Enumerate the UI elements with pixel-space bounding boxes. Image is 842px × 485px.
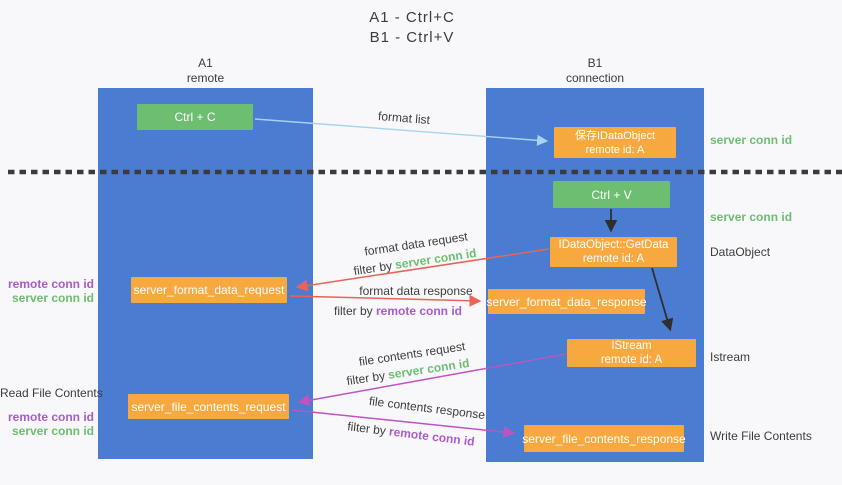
lane-b-name: connection (565, 71, 625, 85)
label-file-contents-response: file contents response (368, 393, 486, 423)
node-istream: IStream remote id: A (567, 339, 696, 367)
node-ctrl-c: Ctrl + C (137, 104, 253, 130)
right-server-conn-id-2: server conn id (710, 210, 793, 224)
lane-a-name: remote (186, 71, 225, 85)
diagram-title-line2: B1 - Ctrl+V (369, 29, 455, 46)
right-dataobject-label: DataObject (710, 245, 771, 259)
node-server-format-data-request: server_format_data_request (131, 277, 287, 303)
lane-a-header: A1 remote (98, 56, 313, 86)
label-format-data-response: format data response (359, 284, 473, 298)
right-write-file-contents: Write File Contents (710, 429, 812, 443)
node-idataobject-getdata-line1: IDataObject::GetData (558, 239, 669, 251)
left-server-conn-id-1: server conn id (11, 291, 94, 305)
node-server-file-contents-response: server_file_contents_response (522, 425, 686, 452)
right-server-conn-id-1: server conn id (710, 133, 793, 147)
filter-by-text: filter by (345, 368, 390, 389)
lane-b-header: B1 connection (486, 56, 704, 86)
node-istream-line2: remote id: A (600, 354, 663, 366)
filter-by-text: filter by (346, 419, 391, 439)
node-save-idataobject-line2: remote id: A (585, 143, 645, 156)
node-save-idataobject: 保存IDataObject remote id: A (554, 127, 676, 158)
lane-b-id: B1 (587, 56, 603, 70)
diagram-title-line1: A1 - Ctrl+C (369, 9, 455, 26)
label-format-list: format list (377, 108, 431, 128)
remote-conn-id-text: remote conn id (376, 304, 463, 318)
node-ctrl-v: Ctrl + V (553, 181, 670, 208)
left-remote-conn-id-2: remote conn id (7, 410, 94, 424)
node-save-idataobject-line1: 保存IDataObject (574, 129, 656, 142)
remote-conn-id-text: remote conn id (388, 424, 476, 449)
label-filter-by-remote-conn-id-2: filter by remote conn id (347, 419, 476, 448)
node-idataobject-getdata-line2: remote id: A (582, 253, 645, 265)
node-server-file-contents-request: server_file_contents_request (128, 394, 289, 419)
filter-by-text: filter by (352, 258, 397, 279)
left-read-file-contents: Read File Contents (0, 386, 103, 400)
right-istream-label: Istream (710, 350, 751, 364)
node-idataobject-getdata: IDataObject::GetData remote id: A (550, 237, 677, 267)
node-istream-line1: IStream (611, 340, 652, 352)
filter-by-text: filter by (333, 304, 376, 318)
left-remote-conn-id-1: remote conn id (7, 277, 94, 291)
label-filter-by-remote-conn-id-1: filter by remote conn id (334, 304, 462, 318)
node-server-format-data-response: server_format_data_response (486, 289, 647, 314)
lane-a-id: A1 (198, 56, 213, 70)
left-server-conn-id-2: server conn id (11, 424, 94, 438)
